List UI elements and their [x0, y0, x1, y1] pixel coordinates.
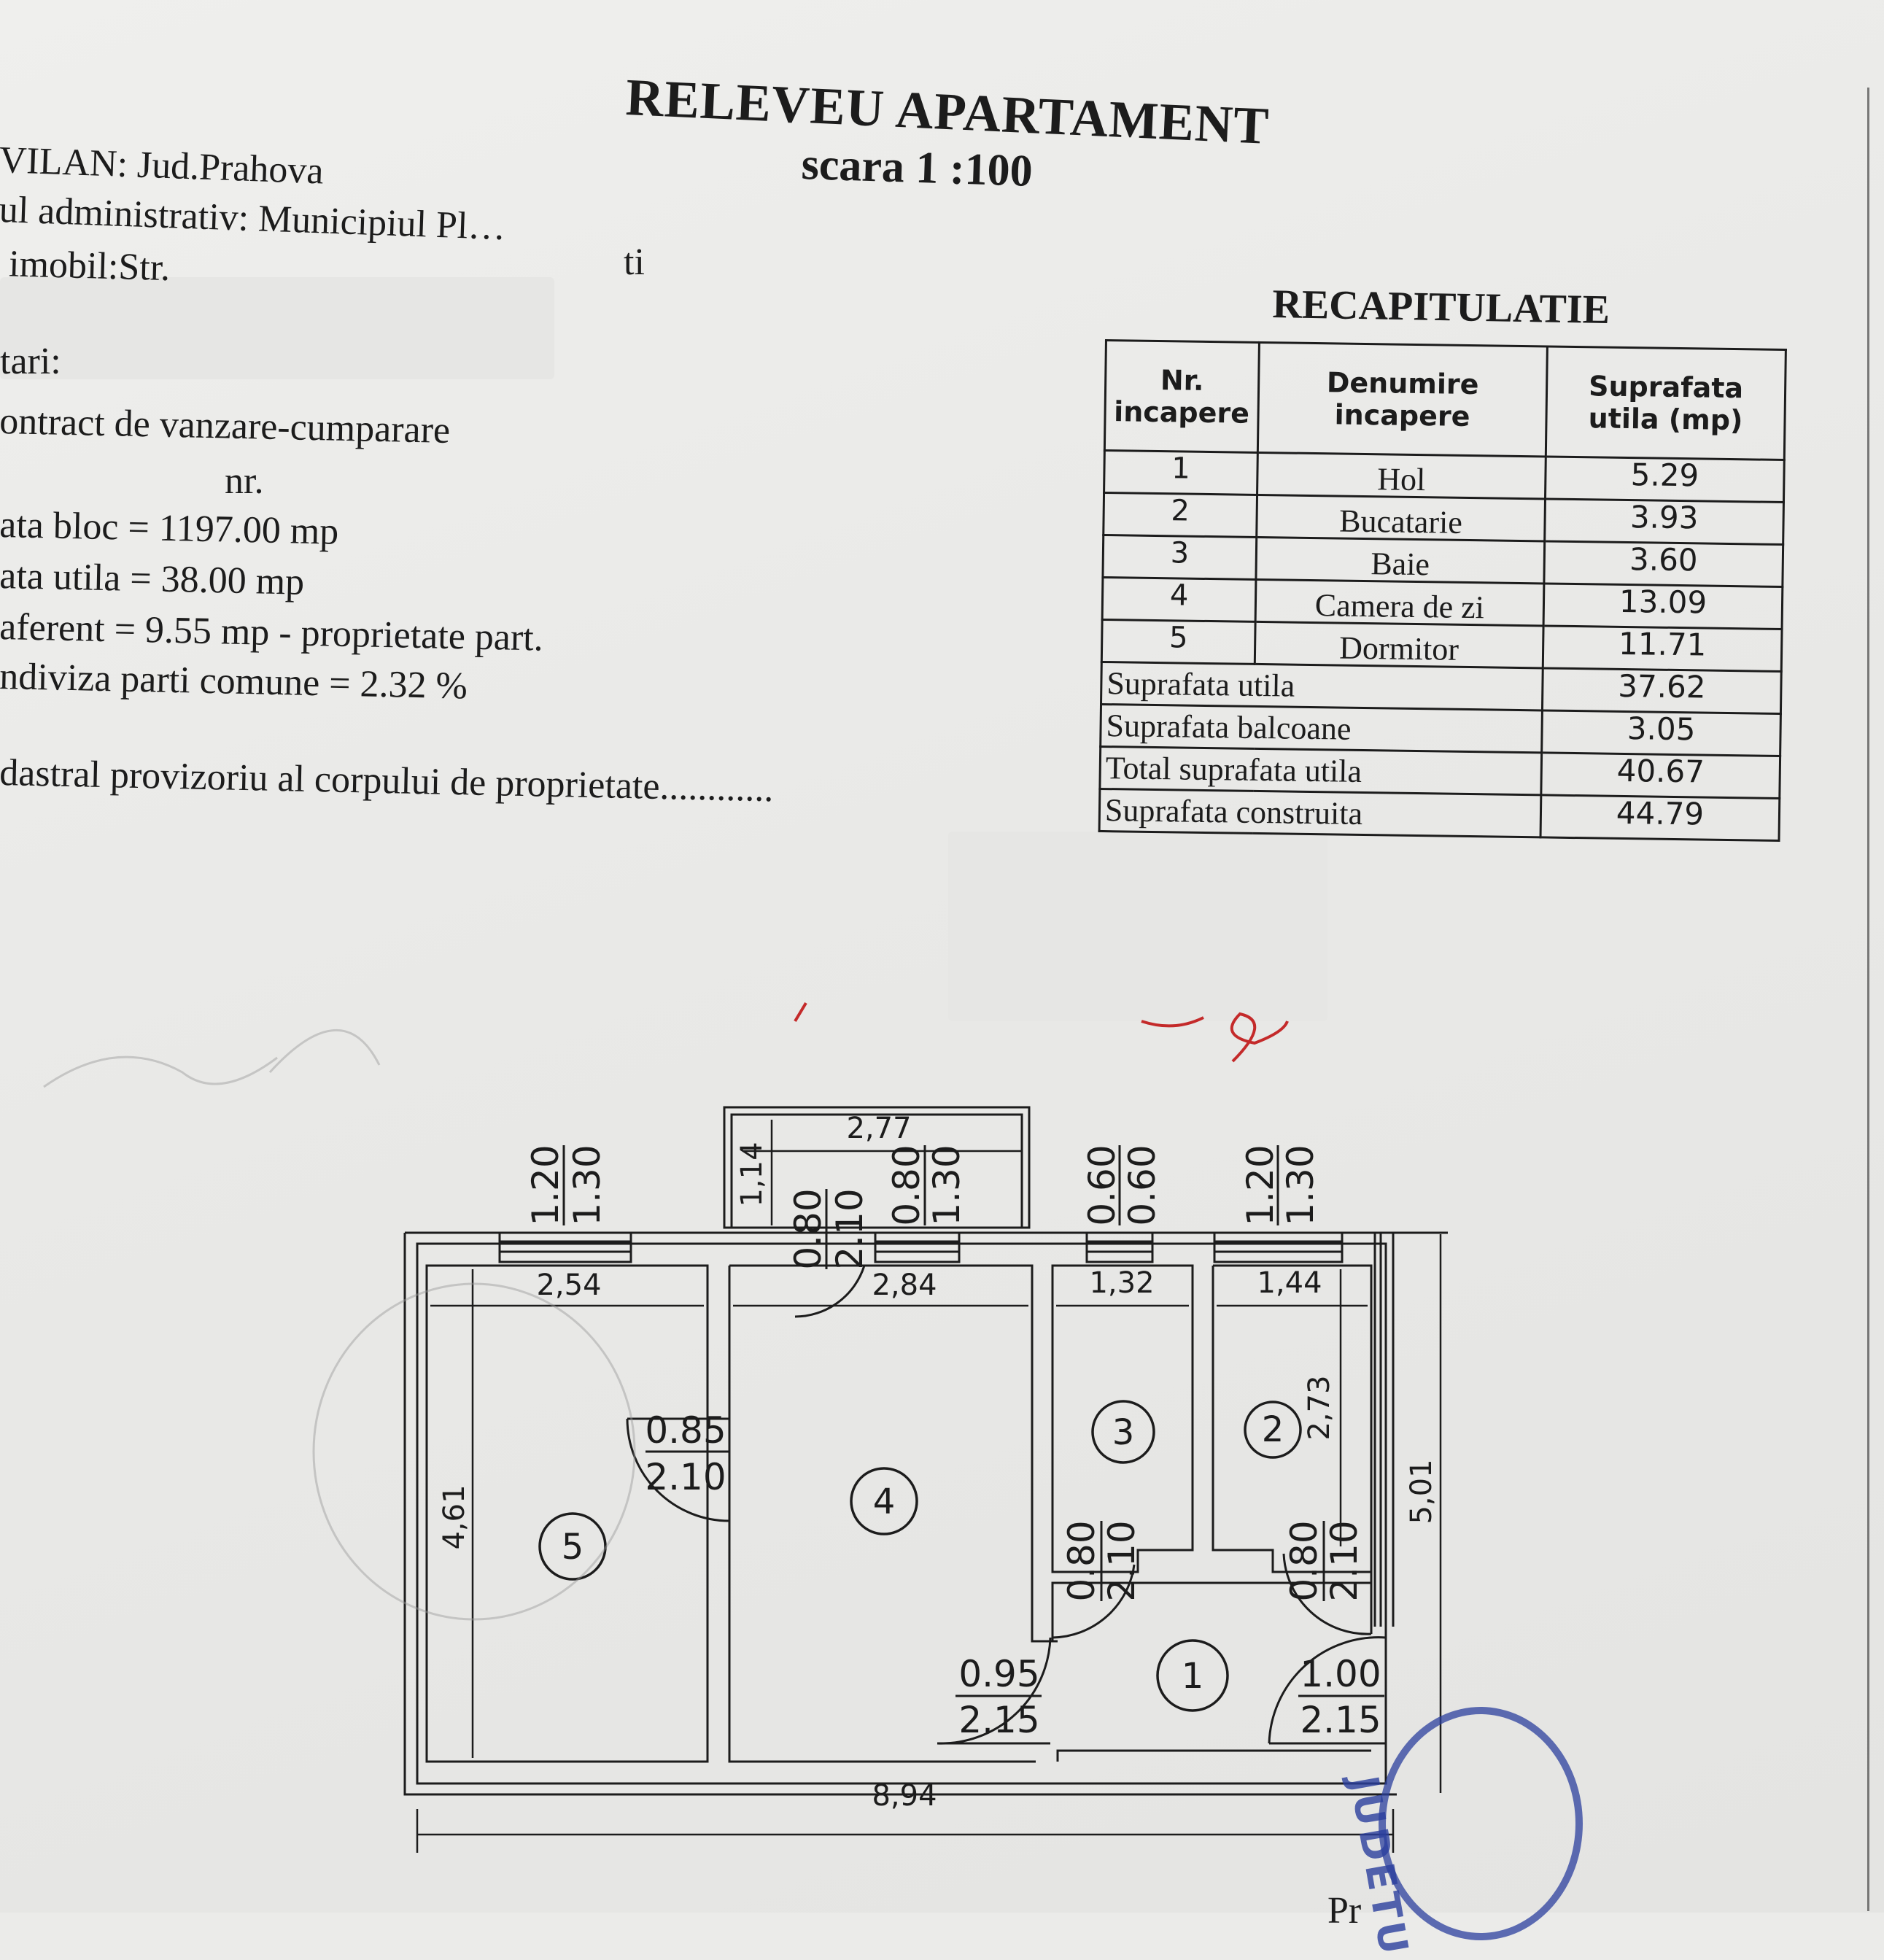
door-entrance-height: 2.15 — [1300, 1699, 1381, 1741]
dim-room5-width: 2,54 — [536, 1268, 601, 1302]
redaction-patch — [948, 832, 1327, 1021]
window-1 — [498, 1231, 632, 1263]
info-line-admin-unit-end: ti — [624, 241, 645, 283]
window-1-width: 1.20 — [524, 1144, 567, 1225]
door-swing-entrance — [1268, 1636, 1387, 1745]
room-4-number: 4 — [873, 1481, 896, 1522]
dim-room5-height: 4,61 — [438, 1484, 471, 1549]
door-swing-room5 — [626, 1417, 730, 1522]
faint-signature — [43, 1029, 381, 1088]
room-3-outline — [1051, 1264, 1194, 1573]
dim-line-total-width — [416, 1809, 1395, 1853]
red-pen-curve — [1141, 1016, 1204, 1028]
balcony-door-width: 0.80 — [787, 1188, 829, 1269]
room-4-outline — [728, 1264, 1058, 1763]
door-room5-width: 0.85 — [645, 1409, 726, 1452]
faint-stamp — [312, 1282, 636, 1621]
room-1-number: 1 — [1182, 1656, 1204, 1697]
room-3-number: 3 — [1112, 1412, 1135, 1453]
door-swing-bath — [1052, 1564, 1136, 1639]
page-edge-line — [1867, 88, 1869, 1911]
window-2-width: 0.80 — [885, 1144, 928, 1225]
door-kitchen-width: 0.80 — [1283, 1520, 1325, 1601]
door-bath-height: 2.10 — [1101, 1520, 1143, 1601]
room-2-outline — [1212, 1264, 1373, 1634]
balcony-inner — [730, 1113, 1023, 1229]
right-wall-lines — [1373, 1233, 1395, 1627]
dim-room3-width: 1,32 — [1089, 1266, 1154, 1300]
window-4 — [1213, 1231, 1344, 1263]
door-swing-balcony — [794, 1265, 866, 1318]
redaction-patch — [0, 277, 554, 379]
dim-total-height: 5,01 — [1405, 1459, 1438, 1524]
window-2-glass — [875, 1240, 959, 1253]
room-3-circle — [1091, 1400, 1155, 1464]
room-5-outline — [425, 1264, 709, 1763]
window-3 — [1085, 1231, 1154, 1263]
window-1-height: 1.30 — [566, 1144, 608, 1225]
door-living-height: 2.15 — [958, 1699, 1039, 1741]
door-kitchen-height: 2.10 — [1323, 1520, 1365, 1601]
door-room5-height: 2.10 — [645, 1456, 726, 1498]
window-4-glass — [1214, 1240, 1342, 1253]
red-pen-tick — [794, 1002, 807, 1023]
door-entrance-width: 1.00 — [1300, 1653, 1381, 1695]
dim-balcony-width: 2,77 — [846, 1112, 911, 1145]
door-bath-width: 0.80 — [1061, 1520, 1103, 1601]
window-3-height: 0.60 — [1121, 1144, 1163, 1225]
window-2 — [874, 1231, 961, 1263]
door-living-width: 0.95 — [958, 1653, 1039, 1695]
dim-total-width: 8,94 — [872, 1779, 937, 1813]
dim-room2-width: 1,44 — [1257, 1266, 1322, 1300]
red-pen-scribble — [1230, 1012, 1289, 1063]
window-3-glass — [1087, 1240, 1152, 1253]
room-4-circle — [850, 1467, 918, 1535]
dim-room2-height: 2,73 — [1303, 1375, 1336, 1440]
room-5-circle — [538, 1512, 607, 1581]
room-1-circle — [1156, 1639, 1229, 1712]
outer-wall-inner — [416, 1242, 1387, 1785]
info-line-contract-nr: nr. — [225, 460, 264, 502]
balcony-door-height: 2.10 — [829, 1188, 871, 1269]
room-2-circle — [1244, 1401, 1302, 1459]
door-swing-living — [937, 1637, 1052, 1745]
outer-wall — [403, 1231, 1448, 1796]
room-5-number: 5 — [562, 1527, 584, 1568]
dim-balcony-depth: 1,14 — [735, 1142, 769, 1206]
bottom-cut-text: Pr — [1327, 1890, 1362, 1932]
window-1-glass — [500, 1240, 631, 1253]
hall-outline — [1051, 1581, 1371, 1762]
window-2-height: 1.30 — [926, 1144, 968, 1225]
window-3-width: 0.60 — [1081, 1144, 1123, 1225]
info-line-owners: tari: — [0, 341, 61, 382]
door-swing-kitchen — [1282, 1553, 1372, 1635]
window-4-height: 1.30 — [1279, 1144, 1322, 1225]
dim-room4-width: 2,84 — [872, 1268, 937, 1302]
window-4-width: 1.20 — [1239, 1144, 1282, 1225]
floor-plan: 2,77 2,54 2,84 1,32 1,44 8,94 1,14 4,61 … — [43, 1002, 1448, 1853]
room-2-number: 2 — [1262, 1409, 1284, 1450]
